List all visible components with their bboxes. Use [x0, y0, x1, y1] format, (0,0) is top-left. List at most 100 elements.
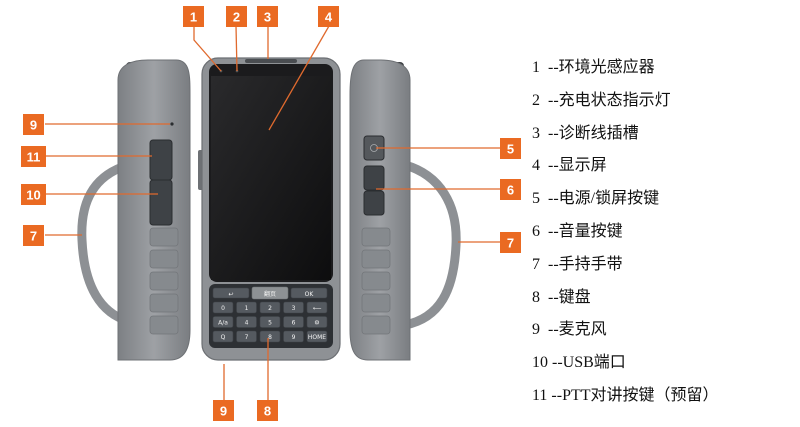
keypad-key[interactable] — [259, 316, 281, 328]
callout-3: 3 — [257, 6, 278, 27]
svg-text:2: 2 — [233, 10, 240, 25]
legend-text: --麦克风 — [548, 321, 607, 339]
left-grip-ridge — [149, 315, 179, 335]
keypad-key-label: 0 — [221, 305, 225, 312]
callout-10: 10 — [21, 184, 46, 205]
callout-7-left: 7 — [23, 225, 44, 246]
keypad-key[interactable] — [306, 301, 328, 314]
keypad-key[interactable] — [283, 316, 304, 328]
legend-text: --环境光感应器 — [548, 59, 655, 76]
svg-text:7: 7 — [507, 236, 514, 251]
keypad-key-label: 3 — [292, 305, 296, 312]
right-side-view — [349, 59, 461, 361]
leader-4 — [268, 25, 330, 131]
callout-9-top: 9 — [23, 114, 44, 135]
top-sensor-slot — [245, 59, 297, 63]
callout-badges: 1 2 3 4 5 6 7 9 — [21, 6, 521, 421]
keypad-key-label: Q — [221, 334, 226, 341]
legend-text: --诊断线插槽 — [548, 124, 639, 142]
callout-4: 4 — [318, 6, 339, 27]
svg-text:5: 5 — [507, 142, 514, 157]
left-grip-ridge — [149, 227, 179, 247]
left-grip-ridge — [149, 293, 179, 313]
legend-number: 1 — [532, 59, 540, 76]
keypad-key-label: 7 — [245, 334, 249, 341]
keypad-key[interactable] — [212, 330, 234, 343]
legend-item: 5 --电源/锁屏按键 — [532, 189, 797, 222]
keypad-key-label: A/a — [218, 320, 228, 327]
legend-number: 3 — [532, 124, 540, 142]
page-key[interactable] — [251, 286, 289, 300]
keypad-key[interactable] — [259, 330, 281, 343]
ptt-key[interactable] — [149, 139, 173, 181]
legend-text: --电源/锁屏按键 — [548, 190, 660, 208]
back-key[interactable] — [212, 287, 250, 299]
legend-item: 10 --USB端口 — [532, 353, 797, 386]
callout-5: 5 — [500, 138, 521, 159]
callout-1: 1 — [183, 6, 204, 27]
svg-text:10: 10 — [26, 188, 40, 203]
keypad-key-label: 2 — [268, 305, 272, 312]
keypad-key[interactable] — [212, 316, 234, 328]
leader-lines — [45, 25, 500, 400]
legend-item: 7 --手持手带 — [532, 255, 797, 288]
svg-text:3: 3 — [264, 10, 271, 25]
keypad-key[interactable] — [212, 301, 234, 314]
legend-text: --显示屏 — [548, 157, 607, 175]
legend-text: --手持手带 — [548, 255, 623, 273]
right-grip-ridge — [361, 293, 391, 313]
callout-6: 6 — [500, 179, 521, 200]
legend-item: 3 --诊断线插槽 — [532, 124, 797, 157]
legend-number: 8 — [532, 288, 540, 306]
keypad-key[interactable] — [306, 316, 328, 328]
keypad-key[interactable] — [236, 316, 257, 328]
legend-number: 6 — [532, 222, 540, 240]
keypad-key-label: 9 — [292, 334, 296, 341]
keypad-key-label: ⟵ — [313, 305, 322, 312]
leader-1 — [193, 26, 222, 72]
left-grip-ridge — [149, 271, 179, 291]
legend-item: 9 --麦克风 — [532, 320, 797, 353]
keypad-key-label: 1 — [245, 305, 249, 312]
legend-number: 4 — [532, 157, 540, 175]
keypad-key[interactable] — [259, 301, 281, 314]
svg-text:1: 1 — [190, 10, 197, 25]
keypad-key[interactable] — [283, 301, 304, 314]
left-side-view — [77, 59, 191, 361]
keypad-key[interactable] — [283, 330, 304, 343]
keypad-key[interactable] — [306, 330, 328, 343]
left-grip-ridge — [149, 249, 179, 269]
legend-item: 6 --音量按键 — [532, 222, 797, 255]
legend-number: 10 — [532, 354, 548, 372]
keypad-key-label: 8 — [268, 334, 272, 341]
volume-down-button[interactable] — [363, 190, 385, 216]
legend-item: 11 --PTT对讲按键（预留） — [532, 386, 797, 419]
legend-item: 1 --环境光感应器 — [532, 58, 797, 91]
svg-text:8: 8 — [264, 404, 271, 419]
ok-key[interactable] — [290, 287, 328, 299]
legend-number: 5 — [532, 190, 540, 208]
svg-text:9: 9 — [220, 404, 227, 419]
callout-9-bottom: 9 — [213, 400, 234, 421]
keypad-key-label: 5 — [268, 320, 272, 327]
keypad-key[interactable] — [236, 330, 257, 343]
keypad-key-label: 6 — [292, 320, 296, 327]
legend-text: --PTT对讲按键（预留） — [551, 386, 719, 404]
right-grip-ridge — [361, 227, 391, 247]
keypad-key[interactable] — [236, 301, 257, 314]
legend-item: 2 --充电状态指示灯 — [532, 91, 797, 124]
leader-2 — [235, 25, 238, 72]
legend-number: 11 — [532, 386, 548, 404]
svg-text:9: 9 — [30, 118, 37, 133]
right-grip-ridge — [361, 271, 391, 291]
legend-item: 8 --键盘 — [532, 288, 797, 321]
legend-text: --USB端口 — [552, 354, 626, 372]
volume-up-button[interactable] — [363, 165, 385, 191]
ok-key-label: OK — [305, 291, 315, 298]
legend-text: --键盘 — [548, 288, 591, 306]
legend-text: --充电状态指示灯 — [548, 91, 671, 109]
usb-port-cover[interactable] — [149, 179, 173, 226]
legend-number: 2 — [532, 91, 540, 109]
